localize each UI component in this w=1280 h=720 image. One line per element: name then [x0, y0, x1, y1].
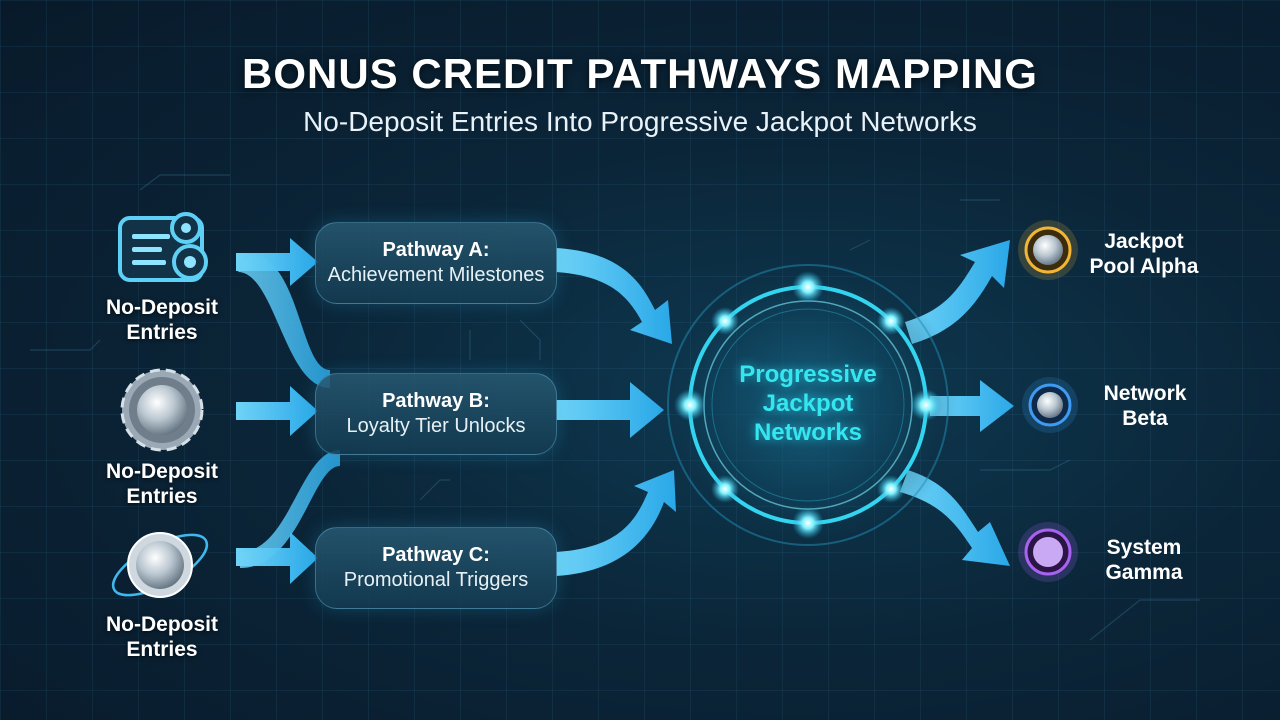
pathway-c-box: Pathway C: Promotional Triggers [315, 527, 557, 609]
page-title: BONUS CREDIT PATHWAYS MAPPING [242, 50, 1038, 97]
circuit-traces [30, 174, 1200, 641]
source-label-1: No-Deposit Entries [106, 296, 218, 344]
system-gamma-icon [1018, 522, 1078, 582]
pathway-c-title: Pathway C: [382, 544, 490, 566]
jackpot-pool-alpha-icon [1018, 220, 1078, 280]
source-label-2: No-Deposit Entries [106, 460, 218, 508]
gear-coin-icon [120, 368, 204, 452]
pathway-b-title: Pathway B: [382, 390, 490, 412]
destination-label-alpha: Jackpot Pool Alpha [1089, 230, 1199, 278]
pathway-c-subtitle: Promotional Triggers [343, 569, 529, 591]
pathway-a-box: Pathway A: Achievement Milestones [315, 222, 557, 304]
source-label-3: No-Deposit Entries [106, 613, 218, 661]
pathway-b-subtitle: Loyalty Tier Unlocks [346, 415, 526, 437]
pathway-arrows [556, 248, 676, 576]
destination-label-beta: Network Beta [1103, 382, 1187, 430]
network-beta-icon [1022, 377, 1078, 433]
pathway-b-box: Pathway B: Loyalty Tier Unlocks [315, 373, 557, 455]
ticket-gear-icon [118, 212, 208, 282]
source-arrows [236, 238, 340, 584]
hub-label: Progressive Jackpot Networks [739, 361, 877, 446]
pathway-a-subtitle: Achievement Milestones [327, 264, 545, 286]
hub-nodes [674, 271, 942, 539]
orbit-coin-icon [111, 532, 209, 598]
pathway-a-title: Pathway A: [382, 239, 490, 261]
destination-label-gamma: System Gamma [1105, 536, 1183, 584]
page-subtitle: No-Deposit Entries Into Progressive Jack… [303, 106, 977, 137]
